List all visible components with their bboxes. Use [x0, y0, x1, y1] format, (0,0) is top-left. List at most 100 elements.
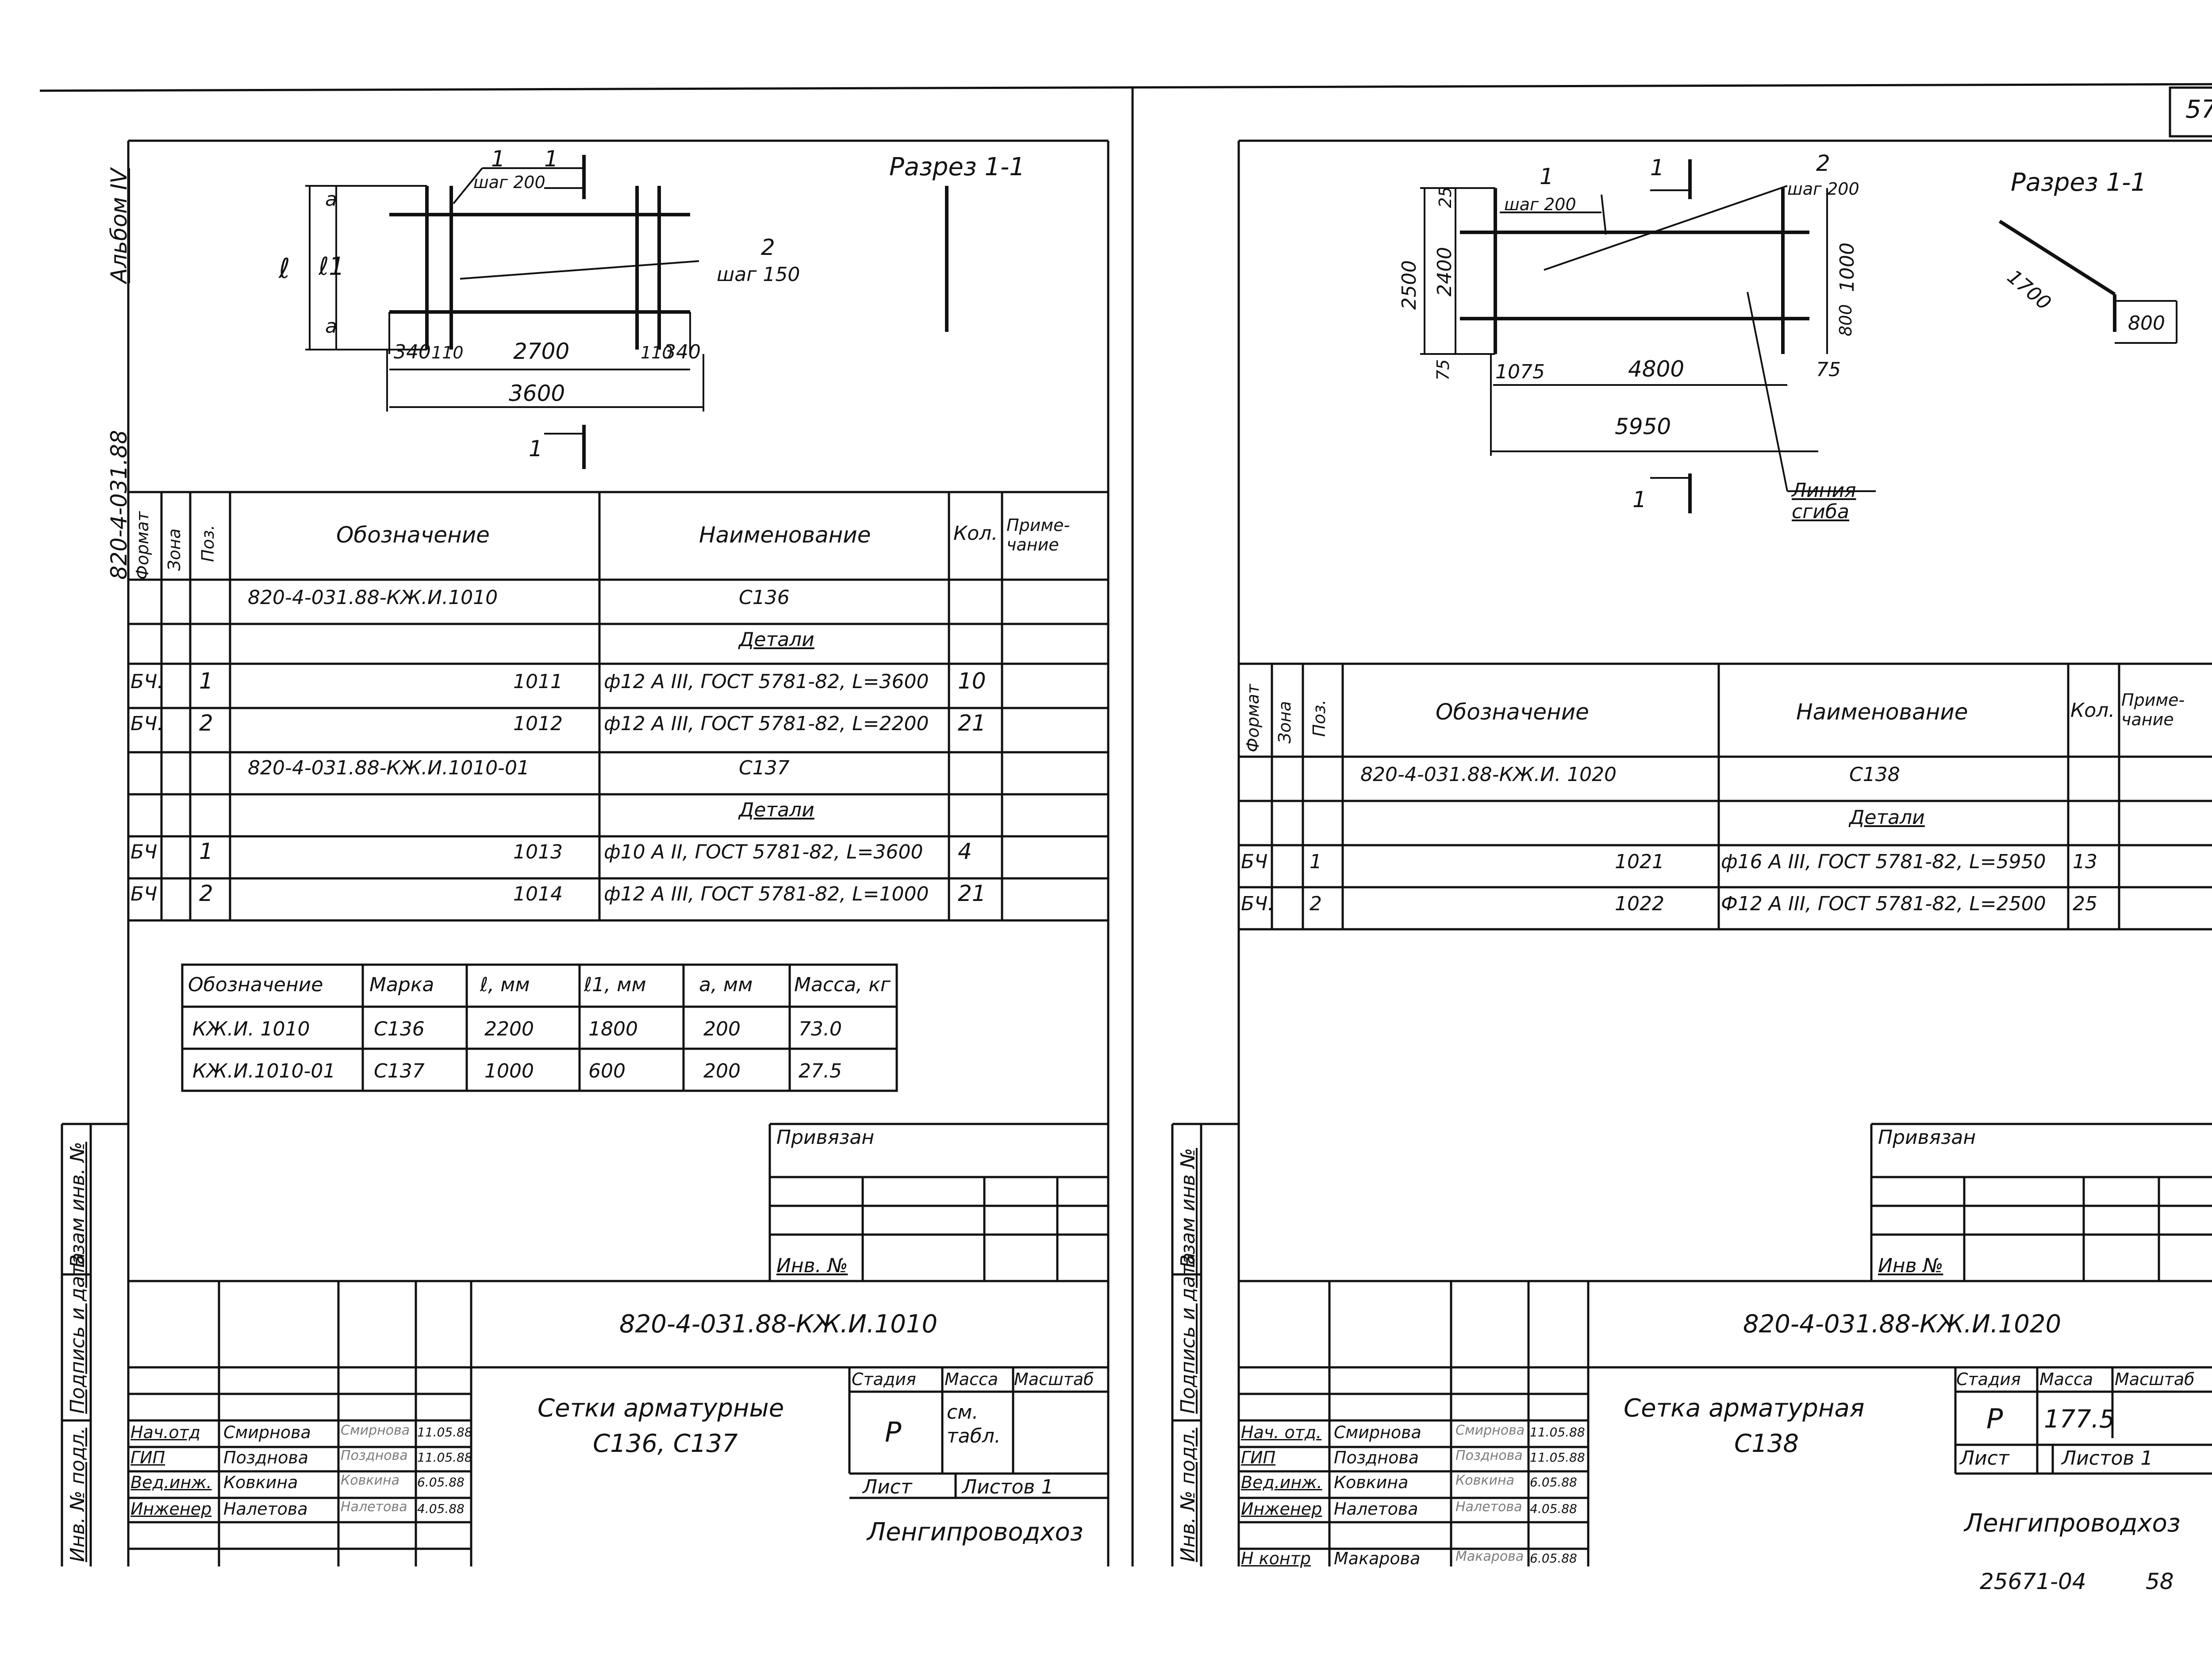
signature-mark: Позднова	[341, 1448, 408, 1463]
mass-value: 177.5	[2044, 1405, 2115, 1434]
signature-role: Инженер	[1241, 1499, 1322, 1519]
spec-format: БЧ.	[131, 712, 164, 735]
scale-header: Масштаб	[1014, 1370, 1094, 1389]
dim-2400: 2400	[1433, 247, 1456, 296]
section-title: Разрез 1-1	[889, 153, 1025, 181]
scale-header: Масштаб	[2115, 1370, 2195, 1389]
signature-role: Вед.инж.	[131, 1473, 212, 1492]
cut-mark-bottom: 1	[1632, 487, 1647, 512]
spec-name: С138	[1849, 763, 1900, 786]
archive-number: 25671-04	[1980, 1569, 2086, 1594]
side-label-replace-inv: Взам инв. №	[66, 1142, 89, 1268]
spec-name: ф10 А II, ГОСТ 5781-82, L=3600	[604, 841, 923, 863]
spec-designation: 820-4-031.88-КЖ.И. 1020	[1360, 763, 1617, 786]
signature-role: Инженер	[131, 1499, 212, 1519]
dim-1000: 1000	[1836, 242, 1859, 292]
position-2-label: 2	[761, 235, 775, 260]
mass-table-cell: 200	[703, 1060, 741, 1082]
stage-value: Р	[885, 1416, 902, 1448]
mass-table-cell: 73.0	[799, 1018, 842, 1040]
album-label: Альбом IV	[106, 168, 132, 283]
signature-name: Ковкина	[1334, 1473, 1409, 1492]
dim-a-top: a	[325, 188, 337, 211]
spec-designation: 1022	[1615, 893, 1664, 915]
mass-table-cell: С136	[374, 1018, 425, 1040]
spec-position: 1	[1310, 850, 1322, 873]
signature-mark: Налетова	[1455, 1499, 1522, 1515]
signature-role: ГИП	[1241, 1448, 1276, 1467]
album-code: 820-4-031.88	[106, 430, 132, 580]
step-150-label: шаг 150	[717, 263, 800, 286]
spec-designation: 820-4-031.88-КЖ.И.1010-01	[248, 757, 530, 779]
signature-mark: Смирнова	[341, 1423, 410, 1438]
mass-table-header: ℓ1, мм	[584, 974, 646, 996]
sheet-label: Лист	[1960, 1447, 2009, 1470]
page-number-bottom: 58	[2146, 1569, 2174, 1594]
spec-position: 2	[199, 881, 213, 906]
signature-role: Вед.инж.	[1241, 1473, 1322, 1492]
spec-position: 2	[199, 710, 213, 736]
position-2-label: 2	[1816, 150, 1830, 176]
signature-date: 11.05.88	[1530, 1450, 1585, 1465]
spec-header-pos: Поз.	[1310, 699, 1329, 737]
stage-value: Р	[1986, 1403, 2003, 1435]
spec-designation: 1014	[513, 883, 563, 905]
spec-qty: 4	[958, 839, 972, 864]
mass-table-header: a, мм	[699, 974, 753, 996]
signature-role: ГИП	[131, 1448, 165, 1467]
side-label-replace-inv: Взам инв №	[1177, 1148, 1199, 1268]
spec-name: Детали	[739, 799, 814, 821]
signature-date: 4.05.88	[1530, 1501, 1577, 1516]
signature-role: Нач.отд	[131, 1423, 201, 1442]
spec-header-name: Наименование	[699, 522, 871, 548]
spec-designation: 1012	[513, 712, 563, 735]
step-200-left: шаг 200	[1504, 195, 1576, 214]
spec-header-designation: Обозначение	[1436, 699, 1589, 725]
sheet-label: Лист	[863, 1476, 912, 1498]
dim-75-right: 75	[1816, 358, 1841, 381]
mass-table-cell: 2200	[484, 1018, 534, 1040]
mass-table-cell: 27.5	[799, 1060, 842, 1082]
spec-qty: 13	[2073, 850, 2097, 873]
signature-name: Налетова	[1334, 1499, 1418, 1519]
bound-label: Привязан	[776, 1126, 875, 1149]
spec-header-pos: Поз.	[198, 524, 218, 562]
spec-name: ф12 А III, ГОСТ 5781-82, L=3600	[604, 670, 929, 693]
spec-qty: 21	[958, 881, 986, 906]
signature-name: Позднова	[1334, 1448, 1419, 1467]
page-number-top: 57	[2185, 95, 2212, 124]
inv-label: Инв. №	[776, 1255, 848, 1277]
signature-mark: Налетова	[341, 1499, 407, 1515]
spec-format: БЧ.	[131, 670, 164, 693]
mass-table-cell: 1800	[588, 1018, 638, 1040]
cut-mark-bottom: 1	[529, 436, 543, 462]
mass-table-cell: КЖ.И. 1010	[192, 1018, 310, 1040]
spec-format: БЧ	[1241, 850, 1268, 873]
dim-340-left: 340	[394, 341, 431, 363]
signature-name: Налетова	[223, 1499, 308, 1519]
signature-name: Позднова	[223, 1448, 309, 1467]
signature-date: 6.05.88	[417, 1475, 465, 1489]
signature-name: Ковкина	[223, 1473, 298, 1492]
step-200-right: шаг 200	[1787, 179, 1859, 199]
inv-label: Инв №	[1878, 1255, 1943, 1277]
doc-code: 820-4-031.88-КЖ.И.1020	[1743, 1310, 2062, 1339]
stage-header: Стадия	[852, 1370, 916, 1389]
position-1-label: 1	[491, 146, 505, 172]
spec-format: БЧ	[131, 841, 157, 863]
dim-110-right: 110	[641, 343, 673, 362]
signature-role: Н контр	[1241, 1549, 1311, 1568]
side-label-inv-orig: Инв. № подл.	[1177, 1428, 1199, 1562]
dim-110-left: 110	[431, 343, 464, 362]
dim-2500: 2500	[1398, 260, 1421, 310]
spec-name: Детали	[1849, 806, 1925, 829]
organization: Ленгипроводхоз	[1964, 1509, 2181, 1538]
mass-value: см. табл.	[947, 1401, 1001, 1447]
spec-format: БЧ	[131, 883, 157, 905]
title-line-1: Сетки арматурные	[538, 1394, 784, 1423]
signature-role: Нач. отд.	[1241, 1423, 1322, 1442]
signature-date: 6.05.88	[1530, 1475, 1577, 1489]
spec-header-format: Формат	[1243, 684, 1263, 752]
dim-340-right: 340	[664, 341, 701, 363]
signature-mark: Макарова	[1455, 1549, 1524, 1564]
